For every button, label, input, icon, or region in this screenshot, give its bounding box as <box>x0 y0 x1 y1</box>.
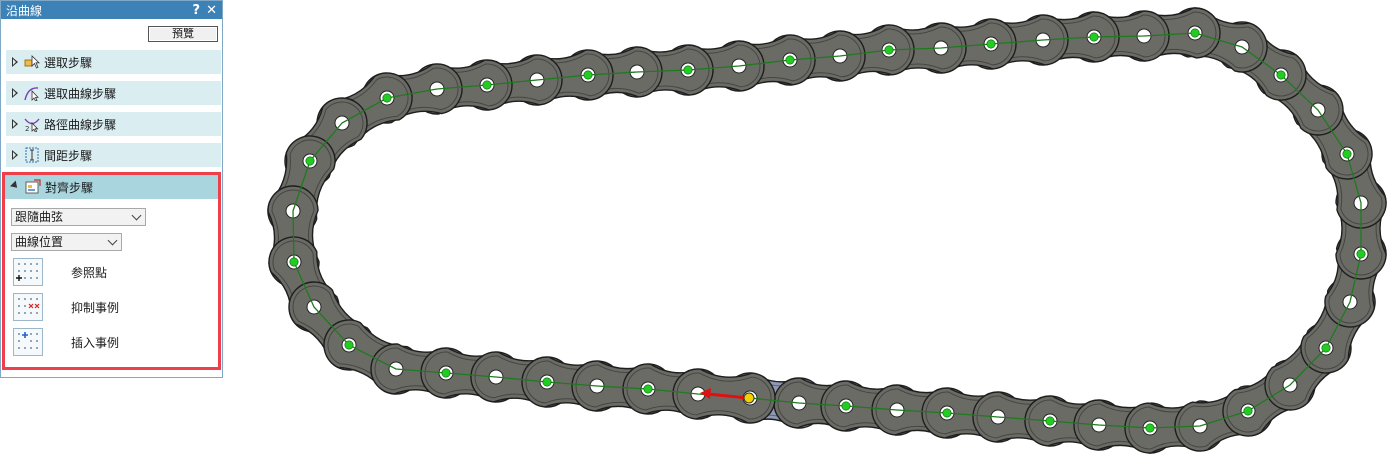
curve-point[interactable] <box>305 156 315 166</box>
curve-point[interactable] <box>441 368 451 378</box>
tool-label: 抑制事例 <box>71 300 120 315</box>
curve-point[interactable] <box>1145 423 1155 433</box>
panel-title: 沿曲線 <box>6 3 43 18</box>
curve-point[interactable] <box>1045 416 1055 426</box>
orientation-value: 跟隨曲弦 <box>15 210 64 224</box>
curve-point[interactable] <box>884 45 894 55</box>
step-label: 間距步驟 <box>44 148 93 163</box>
close-icon[interactable]: ✕ <box>206 2 217 18</box>
step-select-curve[interactable]: 選取曲線步驟 <box>6 81 221 105</box>
align-step-section: 對齊步驟 跟隨曲弦 曲線位置 参照點 <box>2 172 221 370</box>
tool-label: 插入事例 <box>71 335 120 350</box>
curve-point[interactable] <box>1276 70 1286 80</box>
curve-point[interactable] <box>1321 343 1331 353</box>
expand-arrow-icon <box>12 119 18 129</box>
curve-point[interactable] <box>583 70 593 80</box>
insert-instance-button[interactable] <box>13 328 43 356</box>
expand-arrow-icon <box>12 88 18 98</box>
orientation-dropdown[interactable]: 跟隨曲弦 <box>11 208 146 226</box>
step-label: 選取曲線步驟 <box>44 86 117 101</box>
preview-row: 預覽 <box>1 19 222 45</box>
path-curve <box>292 32 1362 429</box>
step-path-curve[interactable]: 2 路徑曲線步驟 <box>6 112 221 136</box>
curve-point[interactable] <box>683 65 693 75</box>
reference-point-button[interactable] <box>13 258 43 286</box>
direction-arrowhead-icon <box>700 388 711 399</box>
insert-instance-icon <box>18 332 38 349</box>
reference-point-icon <box>16 263 38 281</box>
expand-arrow-icon <box>12 150 18 160</box>
curve-point[interactable] <box>1342 149 1352 159</box>
align-icon <box>25 179 41 194</box>
curve-point[interactable] <box>344 340 354 350</box>
suppress-instance-icon <box>18 298 40 314</box>
step-label: 選取步驟 <box>44 55 93 70</box>
svg-text:2: 2 <box>25 125 29 132</box>
path-curve-icon: 2 <box>24 118 40 132</box>
position-dropdown[interactable]: 曲線位置 <box>11 233 122 251</box>
origin-marker-group <box>700 388 755 404</box>
reference-point-tool[interactable]: 参照點 <box>13 258 107 286</box>
curve-point[interactable] <box>1190 28 1200 38</box>
curve-point[interactable] <box>482 80 492 90</box>
step-label: 路徑曲線步驟 <box>44 117 117 132</box>
curve-point[interactable] <box>1356 249 1366 259</box>
suppress-instance-button[interactable] <box>13 293 43 321</box>
select-curve-icon <box>24 87 39 101</box>
position-value: 曲線位置 <box>15 235 64 249</box>
suppress-instance-tool[interactable]: 抑制事例 <box>13 293 119 321</box>
spacing-icon <box>25 147 39 163</box>
step-select[interactable]: 選取步驟 <box>6 50 221 74</box>
curve-point[interactable] <box>1243 406 1253 416</box>
step-spacing[interactable]: 間距步驟 <box>6 143 221 167</box>
curve-point[interactable] <box>542 377 552 387</box>
curve-points <box>289 28 1366 433</box>
curve-point[interactable] <box>841 401 851 411</box>
curve-point[interactable] <box>785 55 795 65</box>
direction-arrow[interactable] <box>707 392 749 400</box>
curve-point[interactable] <box>942 408 952 418</box>
panel-titlebar: 沿曲線 ? ✕ <box>1 1 222 19</box>
help-icon[interactable]: ? <box>192 2 201 18</box>
curve-point[interactable] <box>986 39 996 49</box>
curve-point[interactable] <box>382 93 392 103</box>
select-cursor-icon <box>24 55 40 69</box>
chain-links <box>267 7 1387 454</box>
preview-button[interactable]: 預覽 <box>148 26 218 42</box>
expand-arrow-icon <box>12 57 18 67</box>
curve-point[interactable] <box>1089 32 1099 42</box>
tool-label: 参照點 <box>71 265 108 280</box>
origin-marker-icon[interactable] <box>743 392 755 404</box>
curve-point[interactable] <box>643 384 653 394</box>
curve-point[interactable] <box>289 257 299 267</box>
step-align[interactable]: 對齊步驟 <box>5 175 218 199</box>
along-curve-panel: 沿曲線 ? ✕ 預覽 選取步驟 選取曲線步驟 2 路徑曲線步驟 <box>0 0 223 378</box>
insert-instance-tool[interactable]: 插入事例 <box>13 328 119 356</box>
step-label: 對齊步驟 <box>45 180 94 195</box>
